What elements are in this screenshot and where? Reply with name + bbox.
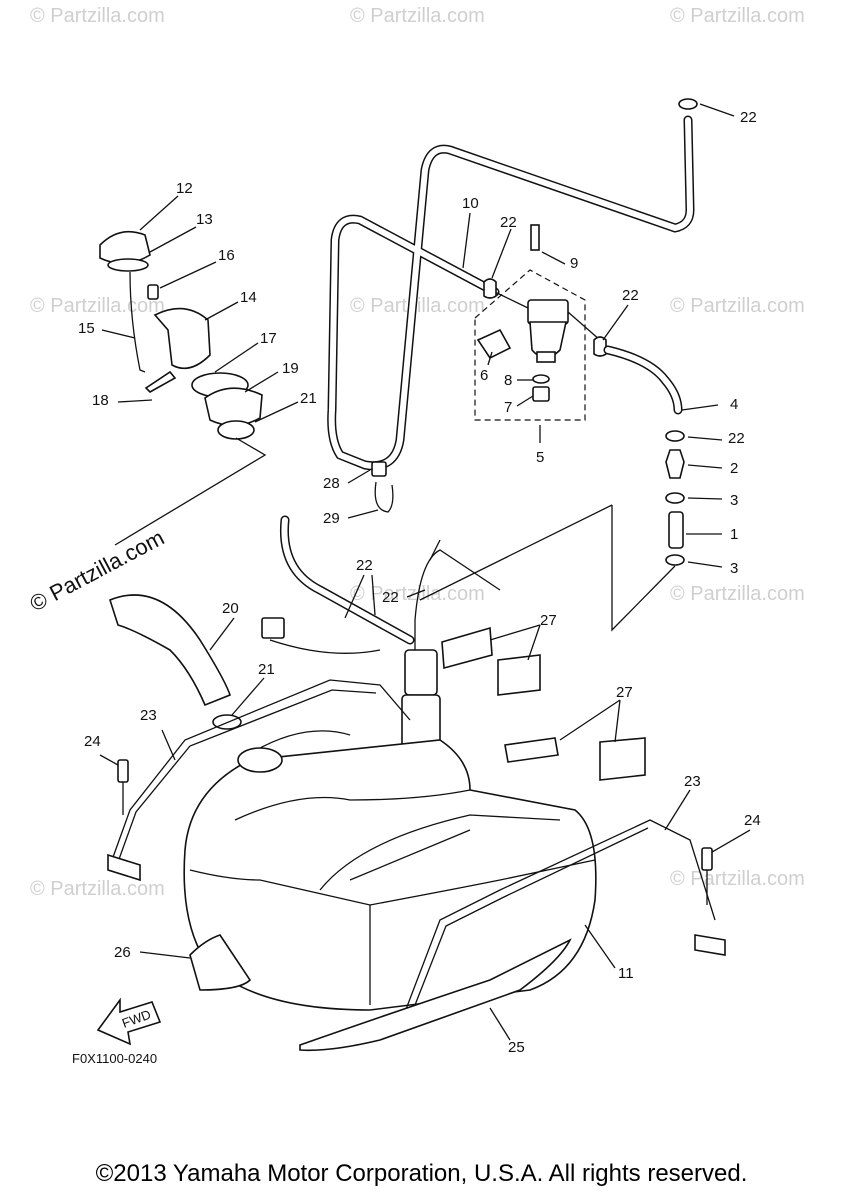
callout-19: 19 <box>282 360 299 377</box>
callout-14: 14 <box>240 289 257 306</box>
callout-1: 1 <box>730 526 738 543</box>
callout-29: 29 <box>323 510 340 527</box>
callout-25: 25 <box>508 1039 525 1056</box>
callout-18: 18 <box>92 392 109 409</box>
callout-26: 26 <box>114 944 131 961</box>
fuel-tank-11 <box>183 730 597 1011</box>
watermark: © Partzilla.com <box>670 295 805 317</box>
vent-hose-10 <box>327 98 698 471</box>
callout-10: 10 <box>462 195 479 212</box>
leader-lines <box>99 103 751 1041</box>
watermark: © Partzilla.com <box>670 5 805 27</box>
watermark: © Partzilla.com <box>30 5 165 27</box>
callout-15: 15 <box>78 320 95 337</box>
callout-21: 21 <box>258 661 275 678</box>
callout-3: 3 <box>730 560 738 577</box>
callout-12: 12 <box>176 180 193 197</box>
callout-3: 3 <box>730 492 738 509</box>
callout-27: 27 <box>540 612 557 629</box>
callout-22: 22 <box>740 109 757 126</box>
fuel-pump-sender <box>261 504 613 771</box>
callout-7: 7 <box>504 399 512 416</box>
watermark: © Partzilla.com <box>350 295 485 317</box>
callout-22: 22 <box>382 589 399 606</box>
callout-24: 24 <box>84 733 101 750</box>
callout-23: 23 <box>684 773 701 790</box>
callout-27: 27 <box>616 684 633 701</box>
callout-5: 5 <box>536 449 544 466</box>
hose-assembly-right <box>603 345 685 632</box>
tank-straps <box>107 679 726 1052</box>
watermark: © Partzilla.com <box>350 5 485 27</box>
callout-2: 2 <box>730 460 738 477</box>
callout-21: 21 <box>300 390 317 407</box>
fwd-arrow-icon: FWD <box>96 997 162 1046</box>
callout-9: 9 <box>570 255 578 272</box>
copyright-notice: ©2013 Yamaha Motor Corporation, U.S.A. A… <box>95 1160 748 1187</box>
watermark: © Partzilla.com <box>30 295 165 317</box>
callout-28: 28 <box>323 475 340 492</box>
callout-4: 4 <box>730 396 738 413</box>
callout-6: 6 <box>480 367 488 384</box>
gasket-plates <box>441 626 646 781</box>
callout-17: 17 <box>260 330 277 347</box>
fuel-filter-assembly <box>474 224 607 421</box>
filler-cap-assembly <box>99 230 267 546</box>
callout-11: 11 <box>618 965 634 982</box>
callout-16: 16 <box>218 247 235 264</box>
callout-23: 23 <box>140 707 157 724</box>
callout-13: 13 <box>196 211 213 228</box>
callout-20: 20 <box>222 600 239 617</box>
callout-22: 22 <box>500 214 517 231</box>
diagram-code: F0X1100-0240 <box>72 1051 157 1066</box>
watermark: © Partzilla.com <box>670 583 805 605</box>
watermark: © Partzilla.com <box>30 878 165 900</box>
callout-8: 8 <box>504 372 512 389</box>
callout-22: 22 <box>728 430 745 447</box>
watermark: © Partzilla.com <box>670 868 805 890</box>
callouts: 12 13 16 14 15 17 19 18 21 10 22 9 22 22… <box>78 109 761 1056</box>
watermark: © Partzilla.com <box>350 583 485 605</box>
callout-24: 24 <box>744 812 761 829</box>
callout-22: 22 <box>356 557 373 574</box>
clamp-28-29 <box>371 461 394 513</box>
callout-22: 22 <box>622 287 639 304</box>
